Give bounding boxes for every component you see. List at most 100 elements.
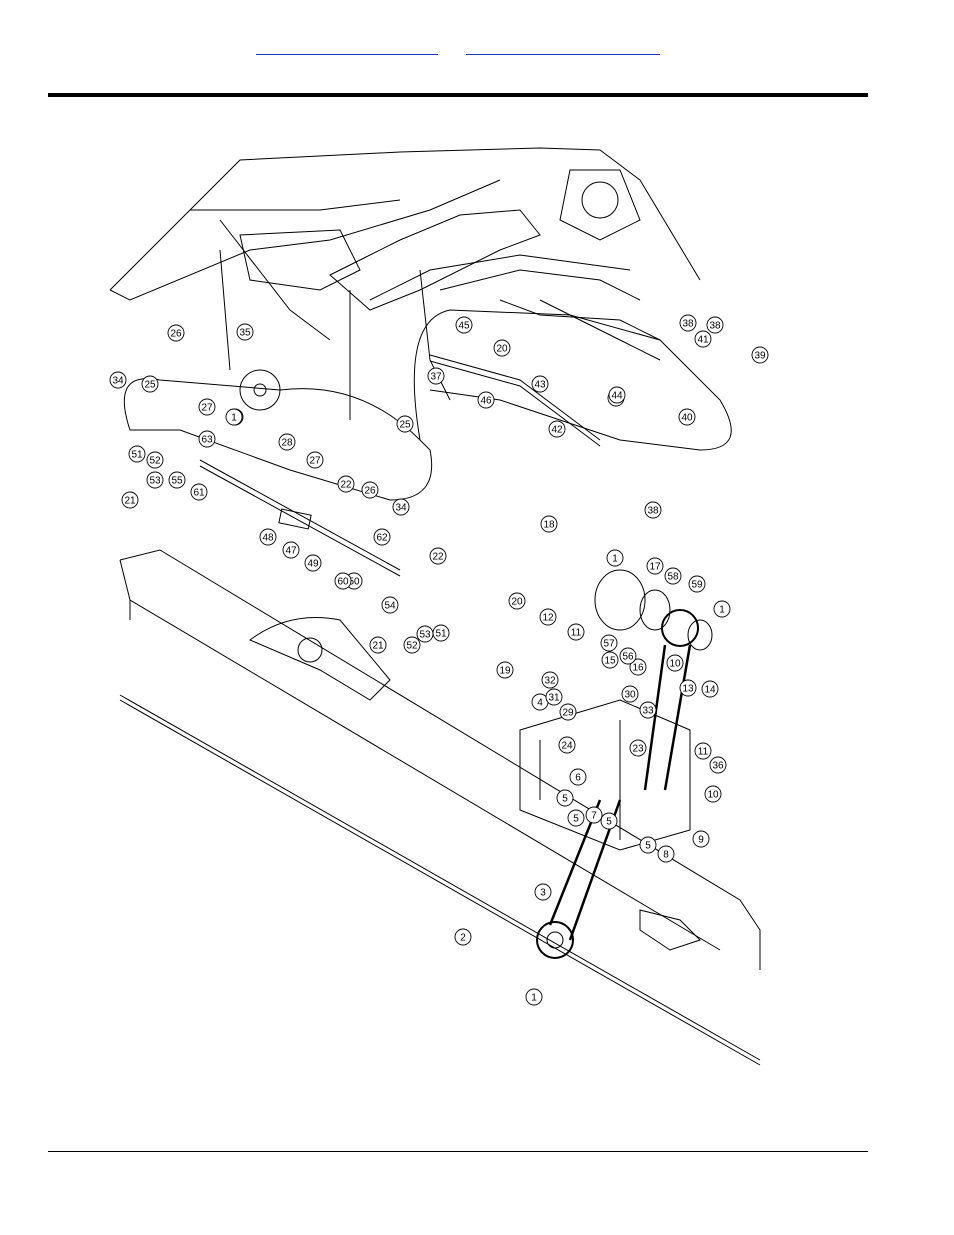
callout-21: 21 [121, 491, 139, 509]
callout-number: 51 [435, 629, 447, 640]
callout-number: 1 [719, 605, 725, 616]
callout-21: 21 [369, 636, 387, 654]
callout-55: 55 [168, 471, 186, 489]
callout-38: 38 [679, 314, 697, 332]
callout-27: 27 [198, 398, 216, 416]
callout-number: 44 [611, 391, 623, 402]
callout-10: 10 [666, 654, 684, 672]
callout-number: 7 [591, 811, 597, 822]
callout-54: 54 [381, 596, 399, 614]
callout-37: 37 [427, 367, 445, 385]
callout-number: 46 [480, 396, 492, 407]
callout-3: 3 [534, 883, 552, 901]
callout-31: 31 [545, 688, 563, 706]
callout-49: 49 [304, 554, 322, 572]
callout-number: 41 [697, 335, 709, 346]
callout-41: 41 [694, 330, 712, 348]
callout-number: 4 [537, 698, 543, 709]
callout-number: 43 [534, 380, 546, 391]
callout-28: 28 [278, 433, 296, 451]
callout-number: 54 [384, 601, 396, 612]
callout-number: 35 [239, 328, 251, 339]
callout-number: 21 [124, 496, 136, 507]
callout-number: 25 [399, 420, 411, 431]
callout-number: 23 [632, 744, 644, 755]
callout-51: 51 [432, 624, 450, 642]
callout-18: 18 [540, 515, 558, 533]
callout-number: 55 [171, 476, 183, 487]
callout-56: 56 [619, 647, 637, 665]
header-rule [48, 93, 868, 97]
callout-number: 62 [376, 533, 388, 544]
callout-52: 52 [146, 451, 164, 469]
callout-47: 47 [282, 541, 300, 559]
callout-63: 63 [198, 430, 216, 448]
callout-34: 34 [392, 498, 410, 516]
callout-number: 8 [663, 850, 669, 861]
callout-number: 34 [395, 503, 407, 514]
callout-9: 9 [692, 830, 710, 848]
callout-number: 5 [606, 817, 612, 828]
callout-number: 24 [561, 741, 573, 752]
callout-number: 1 [531, 993, 537, 1004]
callout-17: 17 [646, 557, 664, 575]
callout-26: 26 [361, 481, 379, 499]
callout-24: 24 [558, 736, 576, 754]
callout-14: 14 [701, 680, 719, 698]
callout-number: 45 [458, 321, 470, 332]
callout-11: 11 [694, 742, 712, 760]
callout-number: 37 [430, 372, 442, 383]
callout-number: 61 [193, 488, 205, 499]
header-link-left[interactable] [256, 40, 438, 55]
callout-number: 18 [543, 520, 555, 531]
callout-number: 49 [307, 559, 319, 570]
callout-36: 36 [709, 756, 727, 774]
callout-45: 45 [455, 316, 473, 334]
callout-number: 38 [682, 319, 694, 330]
callout-number: 1 [231, 413, 237, 424]
callout-number: 22 [340, 480, 352, 491]
callout-7: 7 [585, 806, 603, 824]
callout-number: 34 [112, 376, 124, 387]
callout-32: 32 [541, 671, 559, 689]
callout-number: 13 [682, 684, 694, 695]
callout-number: 15 [604, 656, 616, 667]
callout-number: 29 [562, 708, 574, 719]
callout-43: 43 [531, 375, 549, 393]
callout-5: 5 [556, 789, 574, 807]
callout-15: 15 [601, 651, 619, 669]
callout-6: 6 [569, 768, 587, 786]
callout-number: 39 [754, 351, 766, 362]
callout-number: 25 [144, 380, 156, 391]
callout-number: 56 [622, 652, 634, 663]
callout-59: 59 [688, 575, 706, 593]
callout-38: 38 [706, 316, 724, 334]
callout-12: 12 [539, 608, 557, 626]
callout-number: 33 [642, 706, 654, 717]
callout-40: 40 [678, 408, 696, 426]
callout-number: 52 [149, 456, 161, 467]
callout-number: 6 [575, 773, 581, 784]
callout-number: 19 [499, 666, 511, 677]
callout-number: 12 [542, 613, 554, 624]
callout-number: 38 [709, 321, 721, 332]
callout-29: 29 [559, 703, 577, 721]
callout-60: 60 [334, 572, 352, 590]
callout-58: 58 [664, 567, 682, 585]
callout-16: 16 [629, 658, 647, 676]
callout-10: 10 [704, 785, 722, 803]
callout-number: 40 [681, 413, 693, 424]
callout-25: 25 [141, 375, 159, 393]
header-link-right[interactable] [466, 40, 660, 55]
callout-number: 36 [712, 761, 724, 772]
callout-46: 46 [477, 391, 495, 409]
callout-1: 1 [225, 408, 243, 426]
callout-number: 47 [285, 546, 297, 557]
callout-42: 42 [548, 420, 566, 438]
callout-number: 11 [698, 747, 709, 758]
callout-number: 59 [691, 580, 703, 591]
callout-number: 20 [511, 597, 523, 608]
callout-number: 9 [698, 835, 704, 846]
callout-5: 5 [600, 812, 618, 830]
callout-number: 21 [372, 641, 384, 652]
